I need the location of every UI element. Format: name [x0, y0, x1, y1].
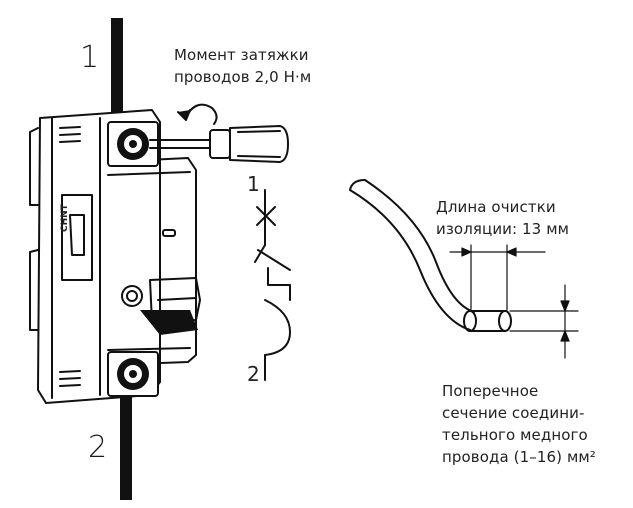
- section-line-1: Поперечное: [442, 382, 539, 400]
- screwdriver: [149, 125, 289, 163]
- cross-section-dimension: [509, 284, 579, 359]
- bottom-terminal-screw: [107, 351, 159, 397]
- top-wire: [111, 18, 123, 133]
- schematic-top-label: 1: [247, 172, 260, 196]
- top-terminal-screw: [107, 121, 159, 167]
- brand-logo: CHNT: [60, 204, 70, 232]
- torque-line-2: проводов 2,0 Н·м: [174, 68, 312, 86]
- terminal-bottom-label: 2: [88, 430, 108, 465]
- strip-length-caption: Длина очистки изоляции: 13 мм: [436, 196, 569, 240]
- toggle-lever: [121, 277, 201, 335]
- schematic-bottom-label: 2: [247, 362, 260, 386]
- terminal-top-label: 1: [80, 40, 100, 75]
- bottom-wire: [120, 382, 132, 500]
- torque-caption: Момент затяжки проводов 2,0 Н·м: [174, 44, 311, 88]
- section-line-4: провода (1–16) мм²: [442, 448, 596, 466]
- torque-line-1: Момент затяжки: [174, 46, 309, 64]
- cross-section-caption: Поперечное сечение соедини- тельного мед…: [442, 380, 596, 468]
- stripped-cable: [349, 179, 512, 332]
- breaker-schematic-symbol: [254, 189, 291, 381]
- section-line-2: сечение соедини-: [442, 404, 585, 422]
- strip-line-1: Длина очистки: [436, 198, 556, 216]
- circuit-breaker-body: [29, 109, 197, 404]
- section-line-3: тельного медного: [442, 426, 588, 444]
- strip-line-2: изоляции: 13 мм: [436, 220, 570, 238]
- strip-length-dimension: [449, 244, 546, 311]
- rotation-arrow: [177, 103, 218, 125]
